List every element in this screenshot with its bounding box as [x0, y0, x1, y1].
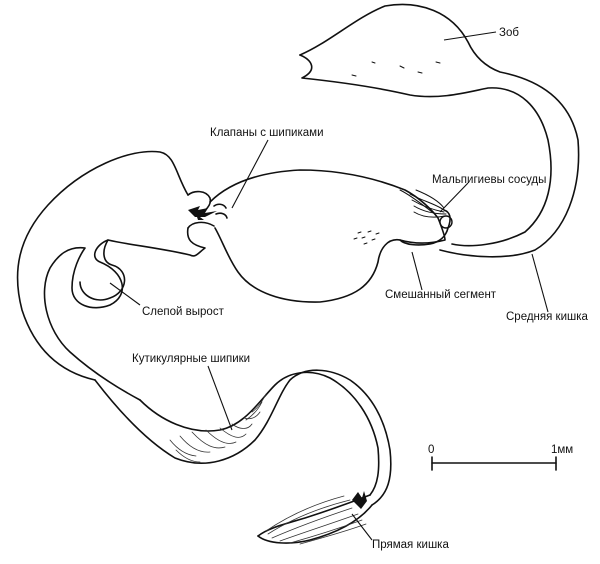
label-midgut: Средняя кишка [506, 311, 589, 323]
label-rectum: Прямая кишка [372, 539, 449, 551]
crop [299, 3, 580, 258]
label-malpighian: Мальпигиевы сосуды [432, 174, 546, 186]
scale-bar-end-label: 1мм [551, 444, 573, 456]
valves-with-spines [187, 190, 228, 229]
label-valves: Клапаны с шипиками [210, 127, 324, 139]
rectum [257, 491, 373, 545]
foregut-loop [16, 150, 206, 401]
mixed-segment [353, 209, 451, 246]
scale-bar-start-label: 0 [428, 444, 434, 456]
malpighian-tubules [409, 189, 453, 229]
leader-lines [109, 31, 549, 541]
label-blind-sac: Слепой вырост [142, 306, 225, 318]
hindgut [94, 369, 392, 506]
label-cuticular-spines: Кутикулярные шипики [132, 353, 250, 365]
label-crop: Зоб [499, 27, 519, 39]
scale-bar: 0 1мм [428, 444, 573, 471]
label-mixed-segment: Смешанный сегмент [385, 289, 497, 301]
proventriculus [209, 169, 446, 303]
